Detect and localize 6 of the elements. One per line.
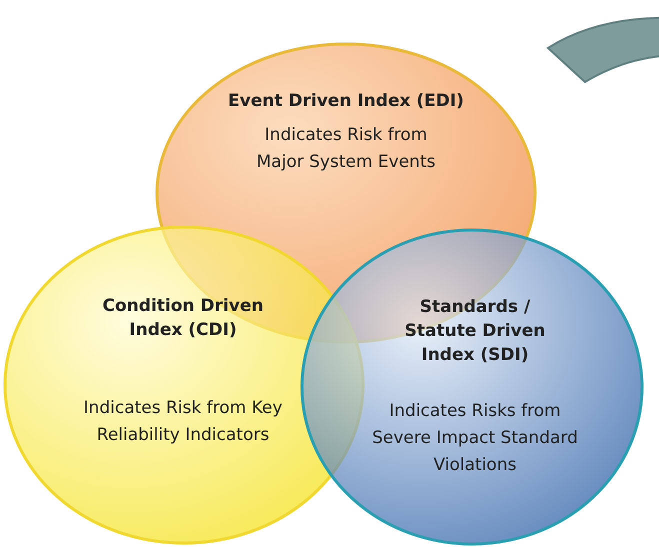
circle-description: Indicates Risk from Key Reliability Indicators (82, 397, 284, 448)
circle-heading: Event Driven Index (EDI) (227, 90, 465, 113)
circle-heading: Condition Driven Index (CDI) (102, 295, 264, 342)
circle-description: Indicates Risks from Severe Impact Standard Violations (371, 400, 579, 478)
circle-heading: Standards / Statute Driven Index (SDI) (404, 296, 546, 367)
circle-description: Indicates Risk from Major System Events (256, 124, 436, 174)
